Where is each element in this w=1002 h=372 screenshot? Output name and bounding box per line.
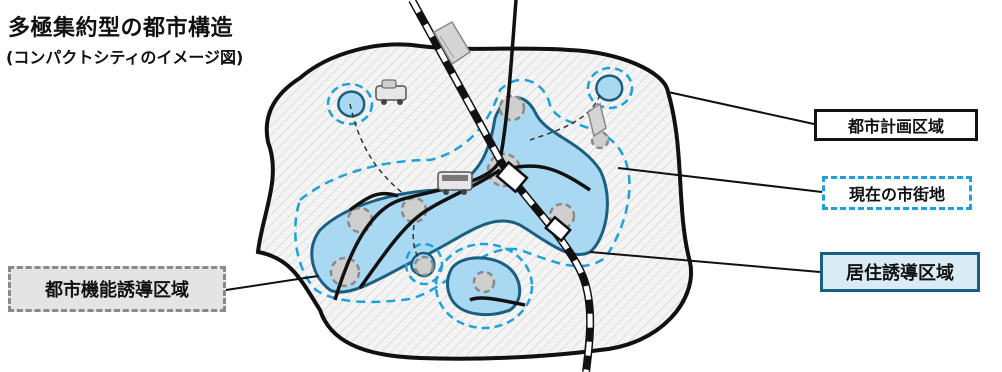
current-urban-label: 現在の市街地	[822, 176, 972, 210]
leader-lines	[225, 91, 823, 291]
residential-area-small-3	[595, 74, 624, 102]
residential-area-small-2	[337, 90, 366, 118]
car-icon	[375, 79, 407, 105]
building-icon	[432, 20, 472, 66]
train-station-icon	[495, 160, 529, 194]
bus-icon	[437, 171, 473, 195]
residential-area-label: 居住誘導区域	[820, 252, 980, 292]
planning-area-label: 都市計画区域	[814, 109, 978, 141]
building-icon	[587, 102, 607, 138]
train-station-icon	[544, 215, 572, 243]
urban-function-area-label: 都市機能誘導区域	[8, 266, 226, 312]
current-urban-area	[294, 78, 631, 304]
page-subtitle: (コンパクトシティのイメージ図)	[6, 48, 244, 67]
page-title: 多極集約型の都市構造	[8, 16, 234, 41]
